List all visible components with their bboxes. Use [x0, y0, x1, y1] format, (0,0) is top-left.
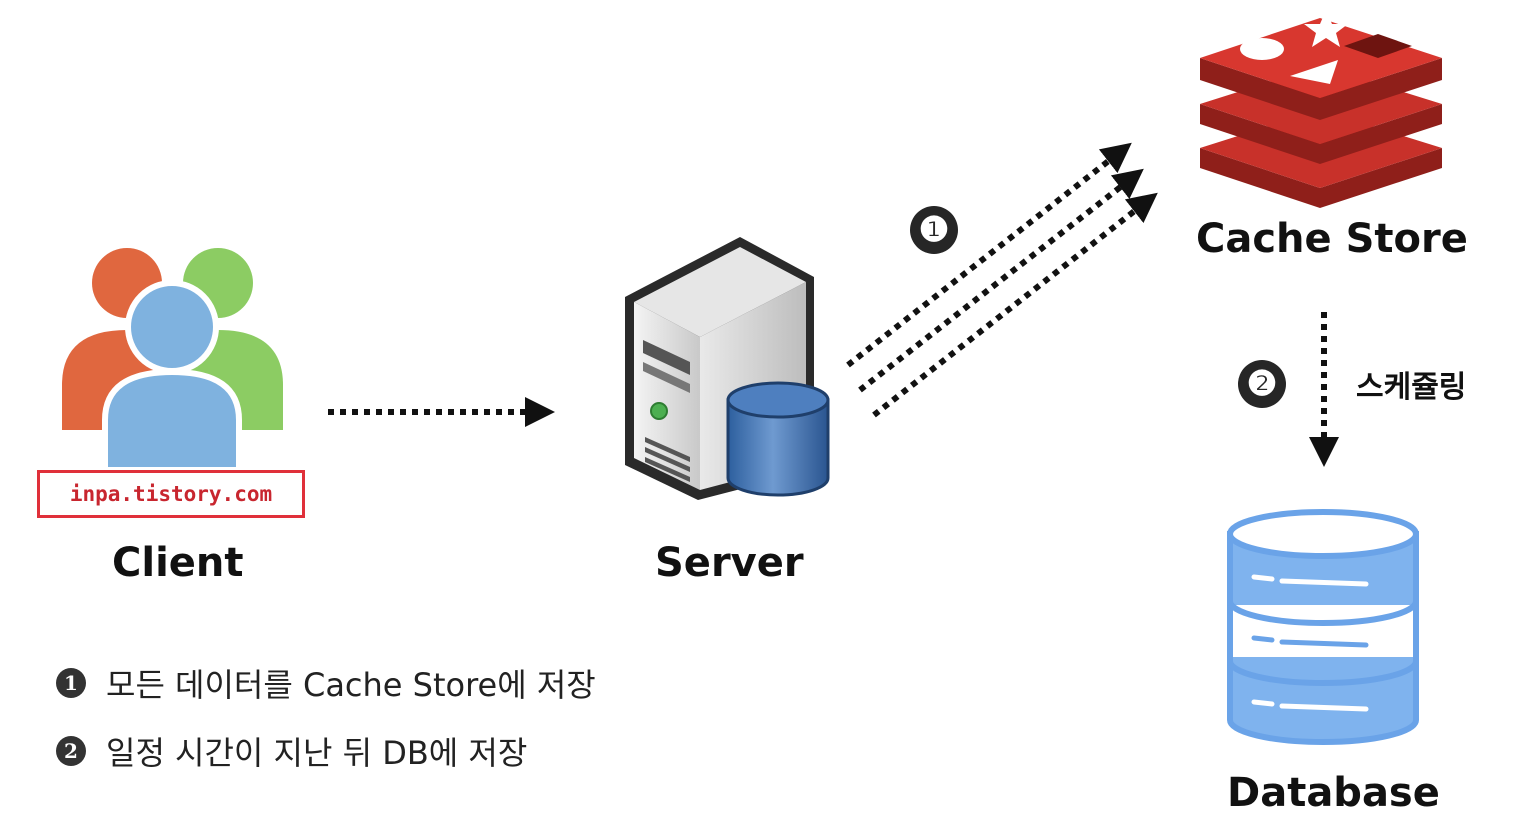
legend-item-1: 1 모든 데이터를 Cache Store에 저장 [56, 660, 596, 706]
client-label: Client [112, 540, 244, 586]
server-label: Server [655, 540, 804, 586]
step-1-badge: ❶ [910, 206, 958, 254]
server-to-cache-arrow-3 [872, 192, 1158, 418]
watermark-label: inpa.tistory.com [37, 470, 305, 518]
server-database-icon [726, 381, 830, 497]
cache-store-icon [1200, 10, 1442, 208]
step-2-badge: ❷ [1238, 360, 1286, 408]
server-to-cache-arrow-2 [858, 168, 1144, 393]
legend-item-2: 2 일정 시간이 지난 뒤 DB에 저장 [56, 728, 527, 774]
server-to-cache-arrow-1 [846, 142, 1132, 368]
database-label: Database [1227, 770, 1440, 816]
database-icon [1227, 509, 1419, 745]
client-icon [62, 248, 283, 473]
legend-text-2: 일정 시간이 지난 뒤 DB에 저장 [106, 734, 528, 772]
cache-store-label: Cache Store [1196, 216, 1468, 262]
legend-marker-1: 1 [56, 668, 86, 698]
legend-marker-2: 2 [56, 736, 86, 766]
scheduling-label: 스케쥴링 [1356, 370, 1467, 405]
legend-text-1: 모든 데이터를 Cache Store에 저장 [106, 666, 596, 704]
